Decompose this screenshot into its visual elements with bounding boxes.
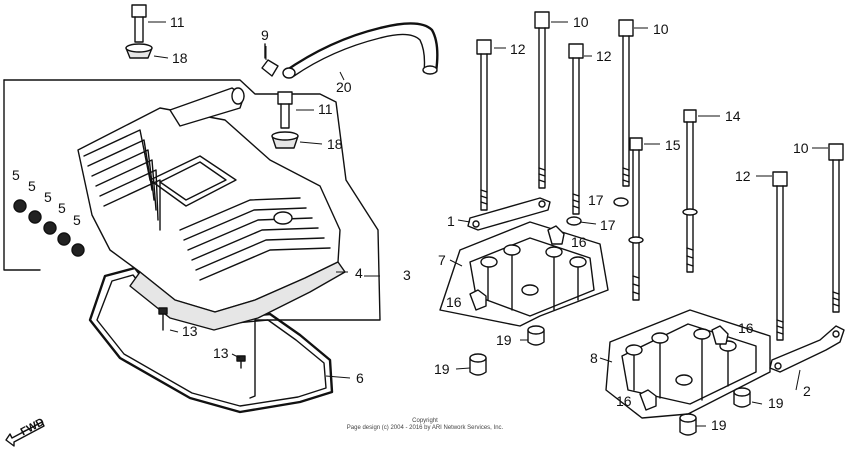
callout-5: 5 bbox=[44, 189, 52, 205]
callout-19: 19 bbox=[768, 395, 784, 411]
callout-4: 4 bbox=[355, 265, 363, 281]
holder-8-outline bbox=[605, 309, 771, 419]
callout-16: 16 bbox=[446, 294, 462, 310]
callout-12: 12 bbox=[596, 48, 612, 64]
fwd-arrow-icon bbox=[5, 421, 45, 447]
callout-19: 19 bbox=[434, 361, 450, 377]
cover-fins-right bbox=[179, 197, 331, 281]
long-bolts bbox=[476, 11, 844, 341]
callout-13: 13 bbox=[213, 345, 229, 361]
fwd-indicator: FWD bbox=[5, 416, 47, 447]
callout-10: 10 bbox=[793, 140, 809, 156]
callout-9: 9 bbox=[261, 27, 269, 43]
copyright-title: Copyright bbox=[412, 418, 438, 424]
callout-17: 17 bbox=[588, 192, 604, 208]
copyright-text: Page design (c) 2004 - 2016 by ARI Netwo… bbox=[347, 425, 504, 431]
callout-2: 2 bbox=[803, 383, 811, 399]
callout-17: 17 bbox=[600, 217, 616, 233]
leader-lines bbox=[148, 21, 828, 427]
holder-7-outline bbox=[439, 221, 609, 327]
callout-19: 19 bbox=[496, 332, 512, 348]
fwd-label: FWD bbox=[19, 416, 47, 438]
callout-18: 18 bbox=[172, 50, 188, 66]
breather-tube bbox=[283, 22, 439, 73]
callout-10: 10 bbox=[653, 21, 669, 37]
cover-fins-left bbox=[83, 129, 161, 231]
callout-5: 5 bbox=[73, 212, 81, 228]
callout-15: 15 bbox=[665, 137, 681, 153]
callout-13: 13 bbox=[182, 323, 198, 339]
callout-12: 12 bbox=[510, 41, 526, 57]
camshaft-holder-assembly bbox=[439, 11, 845, 436]
plate-1 bbox=[467, 197, 551, 231]
callout-8: 8 bbox=[590, 350, 598, 366]
callout-11: 11 bbox=[170, 14, 185, 30]
plate-2 bbox=[769, 325, 845, 373]
callout-19: 19 bbox=[711, 417, 727, 433]
callout-11: 11 bbox=[318, 101, 333, 117]
callout-5: 5 bbox=[12, 167, 20, 183]
callout-14: 14 bbox=[725, 108, 741, 124]
callout-7: 7 bbox=[438, 252, 446, 268]
callout-3: 3 bbox=[403, 267, 411, 283]
callout-6: 6 bbox=[356, 370, 364, 386]
callout-16: 16 bbox=[571, 234, 587, 250]
callout-18: 18 bbox=[327, 136, 343, 152]
callout-16: 16 bbox=[738, 320, 754, 336]
callout-1: 1 bbox=[447, 213, 455, 229]
cap-nuts-5 bbox=[13, 199, 85, 257]
callout-16: 16 bbox=[616, 393, 632, 409]
callout-12: 12 bbox=[735, 168, 751, 184]
callout-10: 10 bbox=[573, 14, 589, 30]
callout-5: 5 bbox=[28, 178, 36, 194]
head-cover-assembly bbox=[3, 4, 439, 414]
callout-20: 20 bbox=[336, 79, 352, 95]
callout-5: 5 bbox=[58, 200, 66, 216]
